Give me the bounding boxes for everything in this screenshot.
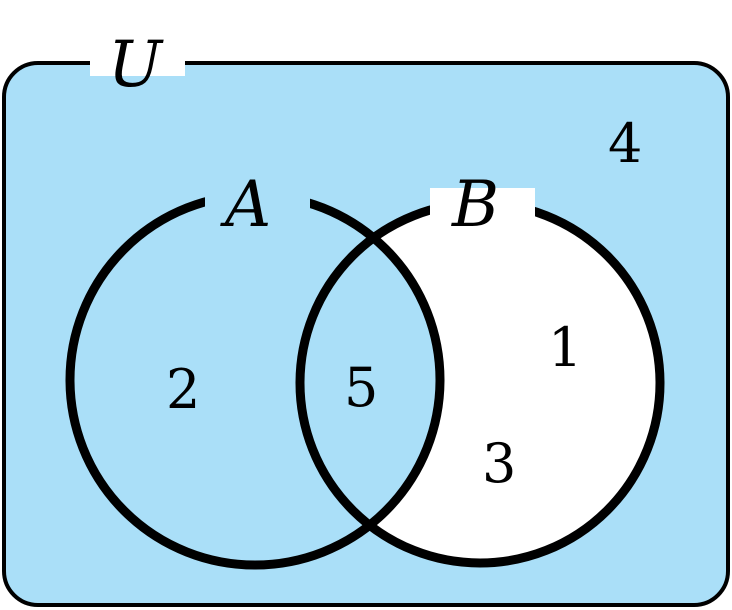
- element-a-only: 2: [166, 358, 200, 421]
- element-outside: 4: [608, 112, 642, 175]
- universe-label: U: [108, 28, 164, 102]
- label-gap-b: [430, 188, 535, 232]
- intersection-fill: [300, 203, 440, 563]
- element-b-only-2: 3: [482, 432, 516, 495]
- set-b-label: B: [451, 168, 499, 242]
- element-b-only-1: 1: [548, 316, 582, 379]
- label-gap-a: [205, 188, 310, 232]
- element-a-and-b: 5: [344, 356, 378, 419]
- set-a-label: A: [220, 168, 271, 242]
- label-gap-u: [90, 50, 185, 76]
